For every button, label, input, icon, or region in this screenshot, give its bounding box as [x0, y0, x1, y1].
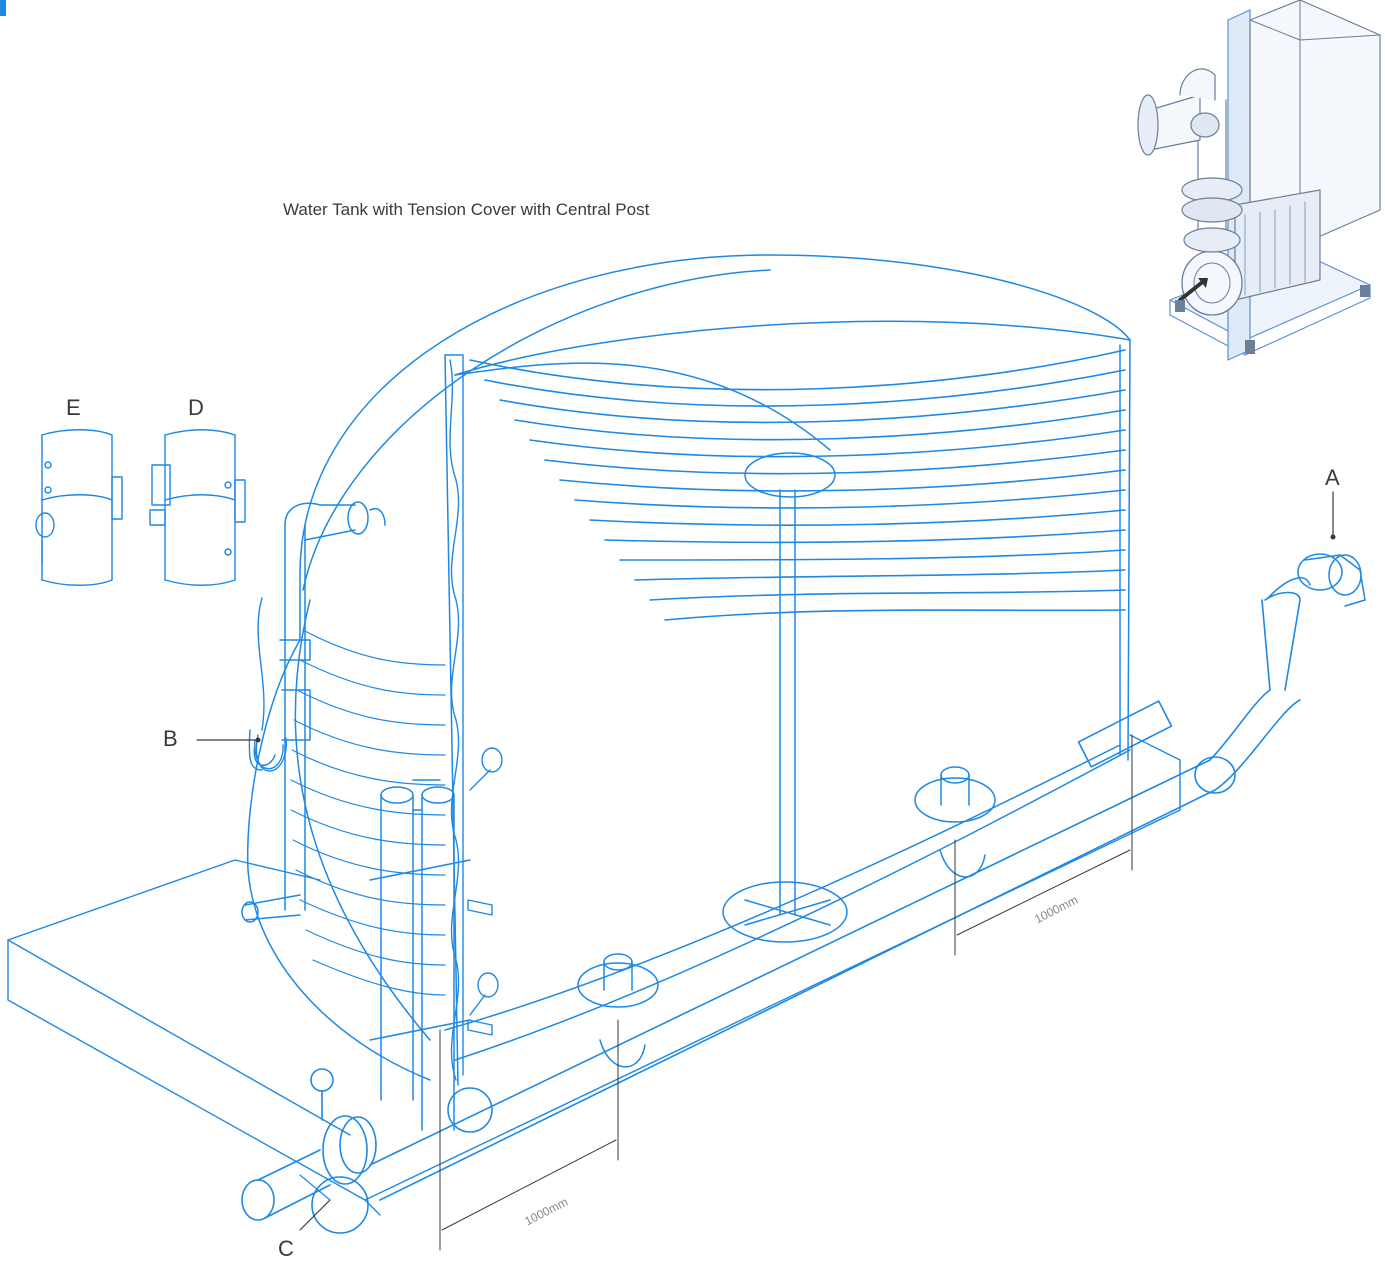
label-d: D: [188, 395, 204, 420]
bellmouth-inlet-1: [577, 953, 659, 1068]
bellmouth-inlet-2: [914, 766, 996, 878]
corrugated-wall-left: [290, 629, 446, 996]
label-a: A: [1325, 465, 1340, 490]
outlet-pipe-c: [241, 1068, 377, 1234]
riser-pipes-front: [369, 779, 493, 1133]
leader-dot-a: [1330, 534, 1336, 540]
leader-dot-b: [255, 737, 261, 743]
central-post: [722, 452, 848, 943]
dimension-line-2: [954, 734, 1133, 956]
overflow-riser: [241, 501, 386, 923]
leader-line-c: [299, 1199, 331, 1231]
dimension-label-1: 1000mm: [522, 1195, 570, 1229]
dimension-line-1: [439, 1019, 619, 1251]
valve-a: [1267, 553, 1366, 607]
diagram-title: Water Tank with Tension Cover with Centr…: [283, 200, 650, 219]
label-b: B: [163, 726, 178, 751]
corrugated-wall-right: [469, 349, 1126, 621]
dimension-label-2: 1000mm: [1032, 893, 1080, 927]
detail-e-clamp: [35, 429, 123, 586]
level-indicator: [445, 354, 503, 1081]
label-e: E: [66, 395, 81, 420]
detail-d-clamp: [149, 429, 246, 586]
label-c: C: [278, 1236, 294, 1261]
base-slab: [7, 734, 1181, 1216]
level-sensor-coil-b: [248, 597, 287, 772]
front-pipe: [369, 591, 1301, 1201]
tank-shell: [246, 254, 1131, 1086]
accent-bar: [0, 0, 6, 16]
pump-unit-icon: [1137, 0, 1381, 361]
